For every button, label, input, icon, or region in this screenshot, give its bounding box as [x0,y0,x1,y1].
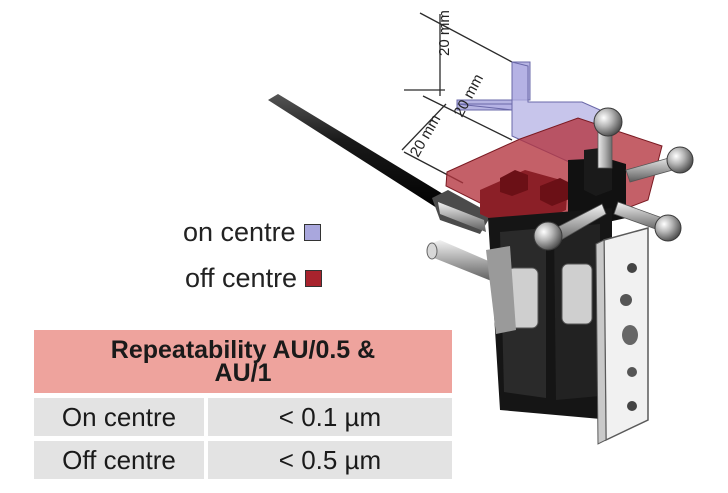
legend-off-centre-swatch [305,270,323,287]
side-plate [595,227,649,445]
table-header: Repeatability AU/0.5 & AU/1 [34,330,452,393]
dim-label-diagonal: 20 mm [407,112,445,160]
row-label-on-centre: On centre [34,398,204,436]
table-row: Off centre < 0.5 µm [34,441,452,479]
probe-rod [268,94,492,234]
kinematic-rods [547,127,681,245]
steel-balls [533,107,694,251]
legend-off-centre-label: off centre [185,263,298,293]
table-row: On centre < 0.1 µm [34,398,452,436]
row-label-off-centre: Off centre [34,441,204,479]
legend-on-centre: on centre [183,217,321,248]
dimension-lines [401,12,513,184]
table-header-line2: AU/1 [214,358,272,387]
legend-on-centre-label: on centre [183,217,296,247]
dim-label-horizontal: 20 mm [451,71,488,119]
legend-off-centre: off centre [185,263,323,294]
air-fitting [426,240,516,334]
table-header-line1: Repeatability AU/0.5 & [110,335,376,364]
row-value-on-centre: < 0.1 µm [208,398,452,436]
repeatability-table: Repeatability AU/0.5 & AU/1 On centre < … [34,330,452,479]
dim-label-vertical: 20 mm [436,10,453,56]
legend-on-centre-swatch [303,224,321,241]
row-value-off-centre: < 0.5 µm [208,441,452,479]
